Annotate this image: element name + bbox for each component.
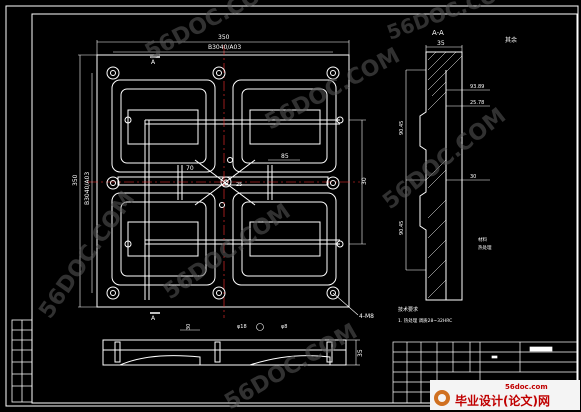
bottom-height: 35 [357, 349, 364, 357]
roughness-note: 其余 [505, 36, 517, 44]
technical-notes: 技术要求 1. 热处理 调质28~32HRC [398, 306, 452, 324]
section-dim-d: 90.45 [399, 221, 405, 235]
dim-side-height: 30 [361, 177, 368, 185]
footer-badge: 56doc.com 毕业设计(论文)网 [430, 380, 580, 410]
watermark-5: 56DOC.COM [159, 199, 295, 305]
bottom-dim-1: 30 [186, 324, 192, 330]
section-hatch [425, 51, 463, 299]
section-texts: A-A 35 93.89 25.78 90.45 90.45 30 材料 热处理… [399, 29, 517, 251]
section-note-1: 材料 [478, 236, 487, 243]
watermark-3: 56DOC.COM [378, 103, 511, 214]
plate-outline [96, 54, 350, 308]
bottom-dim-3: φ8 [281, 324, 287, 330]
center-lines [88, 45, 360, 318]
section-dim-a: 93.89 [470, 84, 484, 90]
dimension-lines [78, 40, 366, 316]
bottom-dim-2: φ18 [237, 324, 247, 330]
notes-line-1: 1. 热处理 调质28~32HRC [398, 317, 452, 324]
side-view-texts: 30 φ18 φ8 35 [186, 324, 364, 357]
section-top-width: 35 [437, 40, 445, 47]
section-dim-c: 90.45 [399, 121, 405, 135]
section-dim-e: 30 [470, 174, 476, 180]
pocket-tl [111, 79, 216, 173]
footer-title: 毕业设计(论文)网 [455, 393, 550, 408]
dim-height-inner: B3040/A03 [84, 172, 91, 205]
notes-title: 技术要求 [398, 306, 418, 313]
dim-70: 70 [186, 165, 194, 172]
section-mark-bottom: A [151, 315, 156, 322]
side-view [102, 323, 360, 366]
section-view [405, 45, 490, 301]
section-title: A-A [432, 29, 444, 37]
frame-border [31, 13, 578, 404]
section-dim-b: 25.78 [470, 100, 484, 106]
hole-label: 4-M8 [359, 313, 374, 320]
watermark-4: 56DOC.COM [34, 187, 140, 323]
dim-height-outer: 350 [72, 174, 79, 186]
watermark-7: 56DOC.COM [384, 0, 519, 45]
watermark-6: 56DOC.COM [221, 319, 362, 412]
watermark-1: 56DOC.COM [141, 0, 284, 65]
footer-site: 56doc.com [505, 383, 548, 391]
dimension-texts: 350 B3040/A03 350 B3040/A03 30 85 70 25 … [72, 34, 374, 322]
pocket-br [232, 192, 337, 286]
dim-85: 85 [281, 153, 289, 160]
section-mark-top: A [151, 59, 156, 66]
dim-width-outer: 350 [218, 34, 230, 41]
bolt-holes [106, 66, 344, 300]
sheet-border [5, 5, 579, 407]
pocket-bl [111, 192, 216, 286]
dim-width-inner: B3040/A03 [208, 44, 241, 51]
left-strip [11, 319, 33, 403]
plate-top-view [96, 54, 350, 308]
pocket-tr [232, 79, 337, 173]
section-note-2: 热处理 [478, 244, 492, 251]
dim-25: 25 [236, 182, 242, 188]
